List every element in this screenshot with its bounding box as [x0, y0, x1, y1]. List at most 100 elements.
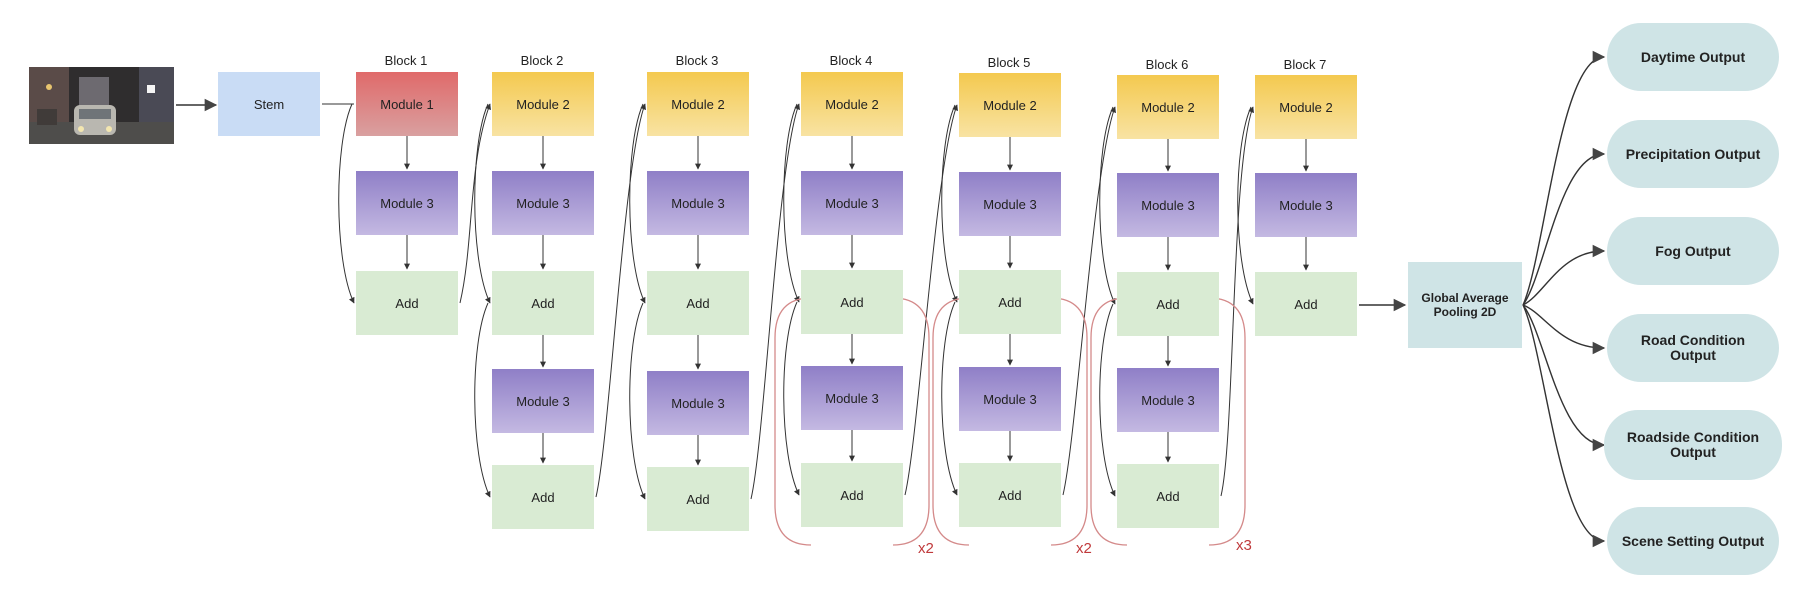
add-label: Add — [531, 295, 555, 311]
block-3-module-2: Module 2 — [647, 72, 749, 136]
output-fan-arrow — [1522, 244, 1606, 306]
output-label: Roadside Condition Output — [1626, 429, 1760, 460]
add-label: Add — [998, 294, 1022, 310]
block-7-title: Block 7 — [1283, 57, 1327, 72]
add-label: Add — [395, 295, 419, 311]
output-label: Daytime Output — [1640, 48, 1746, 65]
block-5-module-2: Module 2 — [959, 73, 1061, 137]
module-label: Module 3 — [1141, 197, 1195, 213]
pooling-label: Global Average Pooling 2D — [1421, 291, 1509, 319]
module-label: Module 3 — [516, 195, 570, 211]
add-label: Add — [686, 295, 710, 311]
block-2-module-2: Module 2 — [492, 72, 594, 136]
output-fan-arrow — [1522, 304, 1606, 452]
skip-connection-arrow — [783, 103, 800, 303]
skip-connection-arrow — [941, 104, 958, 303]
block-1-add: Add — [356, 271, 458, 335]
block-5-add-a: Add — [959, 270, 1061, 334]
output-label: Fog Output — [1655, 242, 1731, 259]
skip-connection-arrow — [1237, 106, 1254, 305]
output-label: Precipitation Output — [1625, 145, 1761, 162]
repeat-bracket — [932, 297, 1088, 546]
module-label: Module 2 — [1141, 99, 1195, 115]
street-scene-photo-icon — [29, 67, 174, 144]
skip-connection-arrow — [629, 302, 646, 500]
block-transition-arrow — [1220, 106, 1254, 497]
fog-output-node: Fog Output — [1607, 217, 1779, 285]
skip-connection-arrow — [941, 301, 958, 496]
precipitation-output-node: Precipitation Output — [1607, 120, 1779, 188]
add-label: Add — [1156, 296, 1180, 312]
block-3-title: Block 3 — [675, 53, 719, 68]
module-label: Module 3 — [983, 196, 1037, 212]
skip-connection-arrow — [474, 103, 491, 304]
block-5-title: Block 5 — [987, 55, 1031, 70]
block-5-module-3a: Module 3 — [959, 172, 1061, 236]
arrow-group — [176, 50, 1606, 548]
repeat-bracket — [1090, 297, 1246, 546]
block-2-add-a: Add — [492, 271, 594, 335]
output-fan-arrow — [1522, 304, 1606, 548]
module-label: Module 3 — [1141, 392, 1195, 408]
add-label: Add — [840, 294, 864, 310]
block-6-module-2: Module 2 — [1117, 75, 1219, 139]
block-4-title: Block 4 — [829, 53, 873, 68]
scene-setting-output-node: Scene Setting Output — [1607, 507, 1779, 575]
add-label: Add — [1156, 488, 1180, 504]
module-label: Module 3 — [825, 390, 879, 406]
module-label: Module 2 — [516, 96, 570, 112]
repeat-bracket — [774, 297, 930, 546]
output-label: Road Condition Output — [1640, 332, 1746, 363]
block-7-module-2: Module 2 — [1255, 75, 1357, 139]
module-label: Module 3 — [825, 195, 879, 211]
block-6-module-3b: Module 3 — [1117, 368, 1219, 432]
add-label: Add — [531, 489, 555, 505]
block-7-module-3: Module 3 — [1255, 173, 1357, 237]
block-1-title: Block 1 — [384, 53, 428, 68]
skip-connection-arrow — [629, 103, 646, 304]
stem-label: Stem — [253, 96, 285, 112]
block-4-add-a: Add — [801, 270, 903, 334]
repeat-count-1: x2 — [918, 540, 934, 557]
block-3-module-3a: Module 3 — [647, 171, 749, 235]
add-label: Add — [840, 487, 864, 503]
block-transition-arrow — [1062, 106, 1116, 496]
module-label: Module 2 — [825, 96, 879, 112]
block-4-module-2: Module 2 — [801, 72, 903, 136]
skip-connection-arrow — [1099, 106, 1116, 305]
module-label: Module 2 — [671, 96, 725, 112]
block-6-module-3a: Module 3 — [1117, 173, 1219, 237]
block-3-add-a: Add — [647, 271, 749, 335]
input-image — [29, 67, 174, 144]
module-label: Module 1 — [380, 96, 434, 112]
module-label: Module 2 — [983, 97, 1037, 113]
block-1-module-3: Module 3 — [356, 171, 458, 235]
block-2-module-3a: Module 3 — [492, 171, 594, 235]
module-label: Module 3 — [983, 391, 1037, 407]
module-label: Module 3 — [1279, 197, 1333, 213]
module-label: Module 3 — [380, 195, 434, 211]
block-transition-arrow — [904, 104, 958, 496]
block-4-add-b: Add — [801, 463, 903, 527]
add-label: Add — [998, 487, 1022, 503]
skip-connection-arrow — [474, 302, 491, 498]
road-condition-output-node: Road Condition Output — [1607, 314, 1779, 382]
block-transition-arrow — [595, 103, 646, 498]
module-label: Module 3 — [516, 393, 570, 409]
output-fan-arrow — [1522, 50, 1606, 306]
daytime-output-node: Daytime Output — [1607, 23, 1779, 91]
repeat-bracket-group — [774, 297, 1246, 546]
output-label: Scene Setting Output — [1621, 532, 1765, 549]
block-2-title: Block 2 — [520, 53, 564, 68]
block-transition-arrow — [750, 103, 800, 500]
module-label: Module 3 — [671, 195, 725, 211]
block-3-module-3b: Module 3 — [647, 371, 749, 435]
repeat-count-2: x2 — [1076, 540, 1092, 557]
repeat-count-3: x3 — [1236, 537, 1252, 554]
block-2-module-3b: Module 3 — [492, 369, 594, 433]
skip-connection-arrow — [338, 103, 355, 304]
global-average-pooling-box: Global Average Pooling 2D — [1408, 262, 1522, 348]
block-2-add-b: Add — [492, 465, 594, 529]
